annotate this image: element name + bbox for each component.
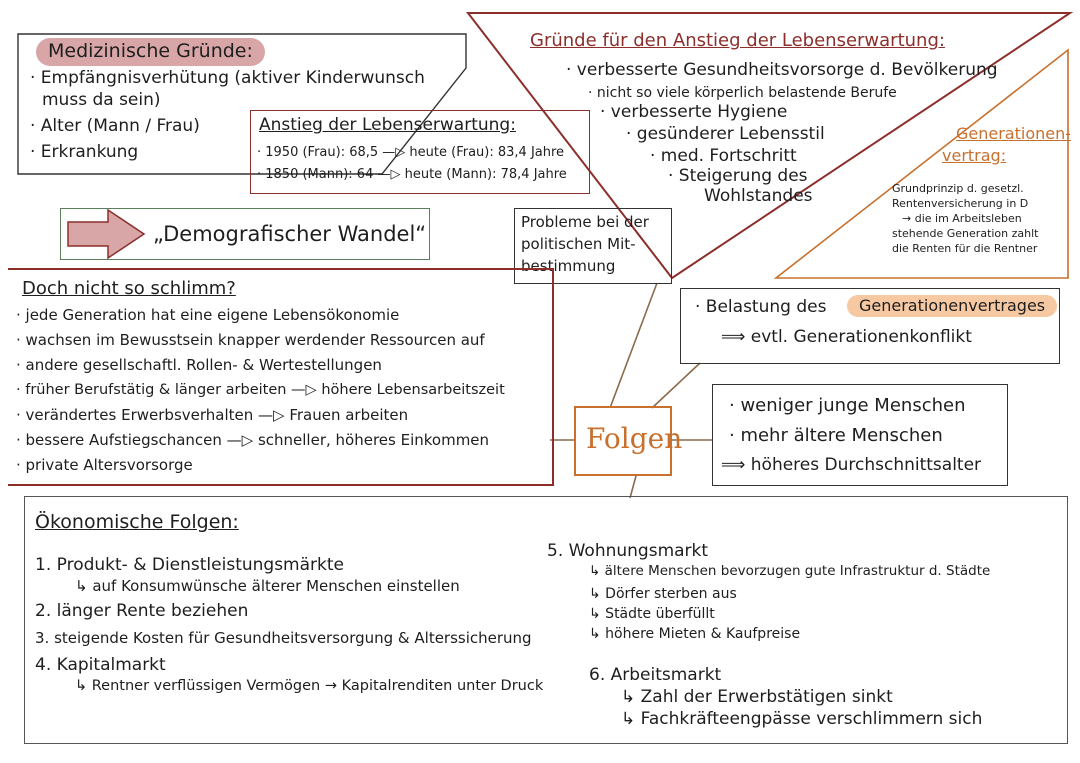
gruende-item-7: Wohlstandes: [704, 186, 813, 206]
generationenvertrag-line-2: Rentenversicherung in D: [892, 197, 1029, 210]
doch-title: Doch nicht so schlimm?: [22, 278, 236, 299]
medizin-frame: [17, 33, 467, 175]
probleme-line-1: Probleme bei der: [521, 213, 649, 231]
gruende-title: Gründe für den Anstieg der Lebenserwartu…: [530, 30, 945, 51]
medizin-item-1b: muss da sein): [42, 90, 161, 110]
gruende-item-4: · gesünderer Lebensstil: [626, 124, 825, 144]
generationenvertrag-title-2: vertrag:: [942, 146, 1007, 165]
doch-item-2: · wachsen im Bewusstsein knapper werdend…: [16, 331, 485, 349]
connector-belastung: [651, 362, 701, 409]
generationenvertrag-title-1: Generationen-: [956, 124, 1072, 143]
oekonomisch-left-1a: ↳ auf Konsumwünsche älterer Menschen ein…: [75, 577, 460, 595]
menschen-item-1: · weniger junge Menschen: [729, 395, 966, 416]
doch-item-6: · bessere Aufstiegschancen —▷ schneller,…: [16, 431, 490, 449]
arrow-shape: [67, 208, 146, 260]
medizin-section: Medizinische Gründe: · Empfängnisverhütu…: [26, 36, 466, 172]
generationenvertrag-line-1: Grundprinzip d. gesetzl.: [892, 182, 1024, 195]
generationenvertrag-line-3: → die im Arbeitsleben: [902, 212, 1022, 225]
doch-item-3: · andere gesellschaftl. Rollen- & Wertes…: [16, 356, 382, 374]
belastung-highlight: Generationenvertrages: [847, 295, 1058, 317]
oekonomisch-box: Ökonomische Folgen: 1. Produkt- & Dienst…: [24, 496, 1068, 744]
connector-probleme: [609, 282, 658, 409]
oekonomisch-left-4: 4. Kapitalmarkt: [35, 655, 166, 675]
connector-oekonomisch: [629, 475, 637, 499]
demografie-box: „Demografischer Wandel“: [60, 208, 430, 260]
doch-item-5: · verändertes Erwerbsverhalten —▷ Frauen…: [16, 406, 409, 424]
oekonomisch-right-5a: ↳ ältere Menschen bevorzugen gute Infras…: [589, 563, 991, 579]
gruende-triangle: [465, 12, 1074, 280]
generationenvertrag-line-5: die Renten für die Rentner: [892, 242, 1038, 255]
medizin-title: Medizinische Gründe:: [36, 38, 265, 66]
belastung-box: · Belastung des Generationenvertrages ⟹ …: [680, 288, 1060, 364]
oekonomisch-right-5: 5. Wohnungsmarkt: [547, 541, 709, 561]
doch-item-1: · jede Generation hat eine eigene Lebens…: [16, 306, 400, 324]
oekonomisch-right-6: 6. Arbeitsmarkt: [589, 665, 722, 685]
oekonomisch-left-2: 2. länger Rente beziehen: [35, 601, 249, 621]
gruende-item-1: · verbesserte Gesundheitsvorsorge d. Bev…: [566, 60, 998, 80]
anstieg-line-1: · 1950 (Frau): 68,5 —▷ heute (Frau): 83,…: [257, 145, 565, 160]
doch-item-7: · private Altersvorsorge: [16, 456, 193, 474]
gruende-item-2: · nicht so viele körperlich belastende B…: [588, 85, 897, 101]
probleme-box: Probleme bei der politischen Mit- bestim…: [514, 208, 672, 284]
oekonomisch-right-6a: ↳ Zahl der Erwerbstätigen sinkt: [621, 687, 893, 707]
medizin-item-1: · Empfängnisverhütung (aktiver Kinderwun…: [30, 68, 425, 88]
folgen-box: Folgen: [574, 406, 682, 476]
gruende-item-3: · verbesserte Hygiene: [600, 102, 788, 122]
doch-item-4: · früher Berufstätig & länger arbeiten —…: [16, 382, 505, 398]
oekonomisch-right-5d: ↳ höhere Mieten & Kaufpreise: [589, 626, 801, 642]
belastung-prefix: · Belastung des: [695, 297, 827, 317]
demografie-label: „Demografischer Wandel“: [153, 222, 427, 246]
medizin-item-3: · Erkrankung: [30, 142, 139, 162]
oekonomisch-left-1: 1. Produkt- & Dienstleistungsmärkte: [35, 555, 344, 575]
gruende-item-5: · med. Fortschritt: [650, 146, 797, 166]
gruende-item-6: · Steigerung des: [668, 166, 808, 186]
belastung-line-2: ⟹ evtl. Generationenkonflikt: [721, 327, 972, 347]
oekonomisch-left-4a: ↳ Rentner verflüssigen Vermögen → Kapita…: [75, 678, 544, 694]
oekonomisch-right-5c: ↳ Städte überfüllt: [589, 606, 715, 622]
anstieg-line-2: · 1850 (Mann): 64 —▷ heute (Mann): 78,4 …: [257, 167, 567, 182]
anstieg-title: Anstieg der Lebenserwartung:: [259, 115, 516, 135]
probleme-line-3: bestimmung: [521, 257, 616, 275]
generationenvertrag-triangle: [773, 48, 1069, 279]
medizin-item-2: · Alter (Mann / Frau): [30, 116, 200, 136]
folgen-label: Folgen: [586, 422, 683, 455]
oekonomisch-left-3: 3. steigende Kosten für Gesundheitsverso…: [35, 629, 532, 647]
menschen-item-2: · mehr ältere Menschen: [729, 425, 943, 446]
menschen-box: · weniger junge Menschen · mehr ältere M…: [712, 384, 1008, 486]
anstieg-box: Anstieg der Lebenserwartung: · 1950 (Fra…: [250, 110, 590, 194]
generationenvertrag-line-4: stehende Generation zahlt: [892, 227, 1039, 240]
oekonomisch-right-5b: ↳ Dörfer sterben aus: [589, 586, 737, 602]
oekonomisch-title: Ökonomische Folgen:: [35, 511, 239, 533]
oekonomisch-right-6b: ↳ Fachkräfteengpässe verschlimmern sich: [621, 709, 983, 729]
menschen-item-3: ⟹ höheres Durchschnittsalter: [721, 455, 982, 475]
probleme-line-2: politischen Mit-: [521, 235, 636, 253]
doch-box: Doch nicht so schlimm? · jede Generation…: [8, 268, 554, 486]
